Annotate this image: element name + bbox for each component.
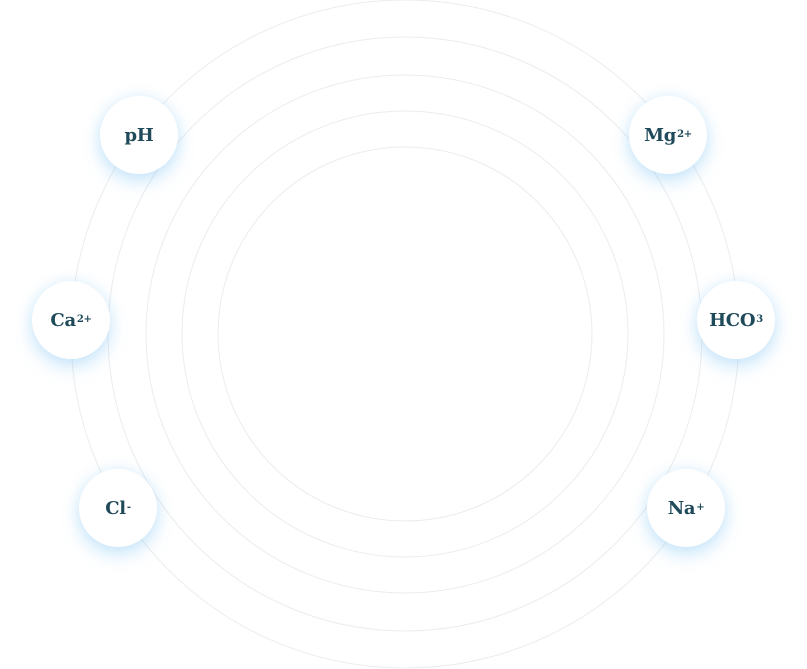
ion-badge-ph: pH — [100, 96, 178, 174]
ion-badge-cl: Cl- — [79, 469, 157, 547]
ion-symbol-hco3: HCO — [709, 309, 756, 331]
ion-symbol-cl: Cl — [105, 497, 126, 519]
ring-3 — [145, 74, 665, 594]
ring-4 — [107, 36, 703, 632]
ion-symbol-na: Na — [667, 497, 696, 519]
ring-2 — [181, 110, 629, 558]
ion-badge-na: Na+ — [647, 469, 725, 547]
ion-symbol-ca: Ca — [50, 309, 76, 331]
ring-5 — [70, 0, 740, 669]
ion-symbol-mg: Mg — [644, 124, 677, 146]
ring-1 — [217, 146, 593, 522]
ion-symbol-ph: pH — [124, 124, 154, 146]
